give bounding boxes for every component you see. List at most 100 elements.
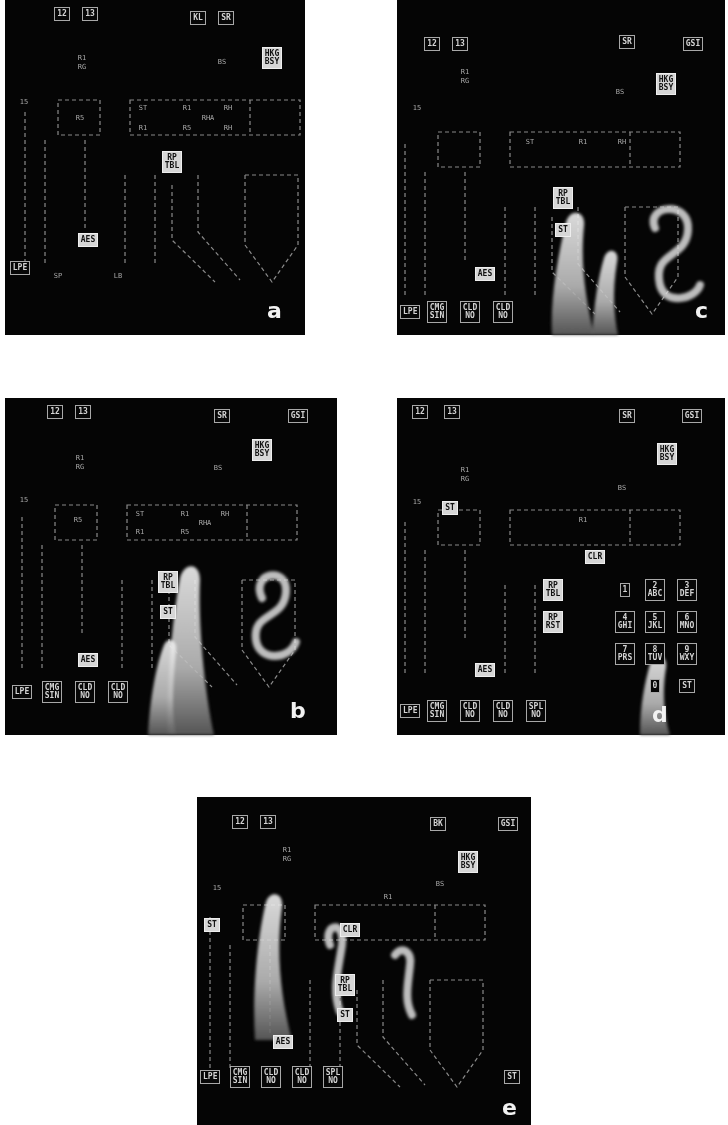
key-label: 1 [623, 586, 628, 594]
key-label: RP TBL [338, 977, 352, 994]
key-label: GSI [501, 820, 515, 828]
dashed-outline [154, 175, 155, 265]
touch-key: GSI [682, 409, 702, 423]
touch-key: CLD NO [460, 700, 480, 723]
screen-legend-text: RG [76, 464, 84, 471]
touch-key: ST [442, 501, 458, 515]
touch-key: 3 DEF [677, 579, 697, 602]
key-label: SR [622, 38, 632, 46]
key-label: AES [81, 236, 95, 244]
dashed-outline [151, 580, 152, 670]
dashed-outline [510, 132, 680, 167]
screen-ground [5, 0, 305, 335]
dashed-outline [424, 172, 425, 297]
touch-key: CLD NO [493, 301, 513, 324]
dashed-outline [229, 945, 230, 1070]
dashed-outline [534, 585, 535, 675]
touch-key: 5 JKL [645, 611, 665, 634]
panel-letter: e [502, 1097, 517, 1119]
dashed-outline [424, 550, 425, 675]
key-label: 13 [85, 10, 95, 18]
key-label: 7 PRS [618, 646, 632, 663]
screen-legend-text: R1 [461, 467, 469, 474]
touch-key: HKG BSY [262, 47, 282, 70]
key-label: RP TBL [546, 582, 560, 599]
screen-panel: a1213KLSRHKG BSYRP TBLAESLPE [5, 0, 305, 335]
screen-legend-text: 15 [20, 497, 28, 504]
screen-legend-text: R5 [76, 115, 84, 122]
touch-key: CLD NO [292, 1066, 312, 1089]
touch-key: ST [555, 223, 571, 237]
dashed-outline [130, 100, 300, 135]
screen-legend-text: BS [218, 59, 226, 66]
dashed-outline [534, 207, 535, 297]
key-label: CLR [343, 926, 357, 934]
touch-key: HKG BSY [252, 439, 272, 462]
panel-letter: a [267, 300, 282, 322]
key-label: RP TBL [161, 574, 175, 591]
dashed-outline [357, 990, 400, 1087]
dashed-outline [309, 980, 310, 1070]
screen-legend-text: R1 [181, 511, 189, 518]
touch-key: SPL NO [323, 1066, 343, 1089]
touch-key: HKG BSY [657, 443, 677, 466]
screen-panel: e1213BKGSIHKG BSYSTCLRRP TBLSTAESLPECMG … [197, 797, 531, 1125]
screen-legend-text: R1 [384, 894, 392, 901]
screen-legend-text: RHA [202, 115, 215, 122]
touch-key: RP TBL [553, 187, 573, 210]
screen-ground [5, 398, 337, 735]
screen-legend-text: RH [221, 511, 229, 518]
touch-key: CLR [585, 550, 605, 564]
touch-key: AES [78, 233, 98, 247]
screen-legend-text: R1 [76, 455, 84, 462]
touch-key: ST [679, 679, 695, 693]
key-label: AES [81, 656, 95, 664]
touch-key: AES [273, 1035, 293, 1049]
touch-key: CLD NO [460, 301, 480, 324]
touch-key: 1 [620, 583, 631, 597]
touch-key: 13 [75, 405, 91, 419]
touch-key: ST [204, 918, 220, 932]
key-label: GSI [686, 40, 700, 48]
dashed-outline [58, 100, 100, 135]
dashed-outline [44, 140, 45, 265]
key-label: SR [217, 412, 227, 420]
key-label: CMG SIN [430, 703, 444, 720]
key-label: 12 [427, 40, 437, 48]
screen-graphics [405, 132, 680, 314]
key-label: 12 [415, 408, 425, 416]
key-label: AES [276, 1038, 290, 1046]
key-label: LPE [403, 308, 417, 316]
touch-key: SR [218, 11, 234, 25]
key-label: LPE [403, 707, 417, 715]
touch-key: LPE [400, 704, 420, 718]
key-label: 9 WXY [680, 646, 694, 663]
touch-key: LPE [200, 1070, 220, 1084]
touch-key: 12 [47, 405, 63, 419]
touch-key: HKG BSY [458, 851, 478, 874]
touch-key: CMG SIN [230, 1066, 250, 1089]
screen-legend-text: ST [139, 105, 147, 112]
dashed-outline [172, 185, 215, 282]
touch-key: CMG SIN [427, 700, 447, 723]
screen-legend-text: BS [436, 881, 444, 888]
screen-legend-text: RG [283, 856, 291, 863]
screen-legend-text: 15 [413, 105, 421, 112]
dashed-outline [438, 132, 480, 167]
key-label: CLD NO [463, 304, 477, 321]
dashed-outline [404, 144, 405, 297]
screen-legend-text: RH [224, 125, 232, 132]
key-label: ST [682, 682, 692, 690]
touch-key: LPE [400, 305, 420, 319]
touch-key: CLD NO [493, 700, 513, 723]
key-label: SR [221, 14, 231, 22]
dashed-outline [245, 175, 298, 282]
dashed-outline [41, 545, 42, 670]
dashed-outline [55, 505, 97, 540]
key-label: CMG SIN [233, 1069, 247, 1086]
touch-key: ST [160, 605, 176, 619]
touch-key: GSI [683, 37, 703, 51]
screen-panel: c1213SRGSIHKG BSYRP TBLSTAESLPECMG SINCL… [397, 0, 725, 335]
screen-legend-text: R1 [461, 69, 469, 76]
